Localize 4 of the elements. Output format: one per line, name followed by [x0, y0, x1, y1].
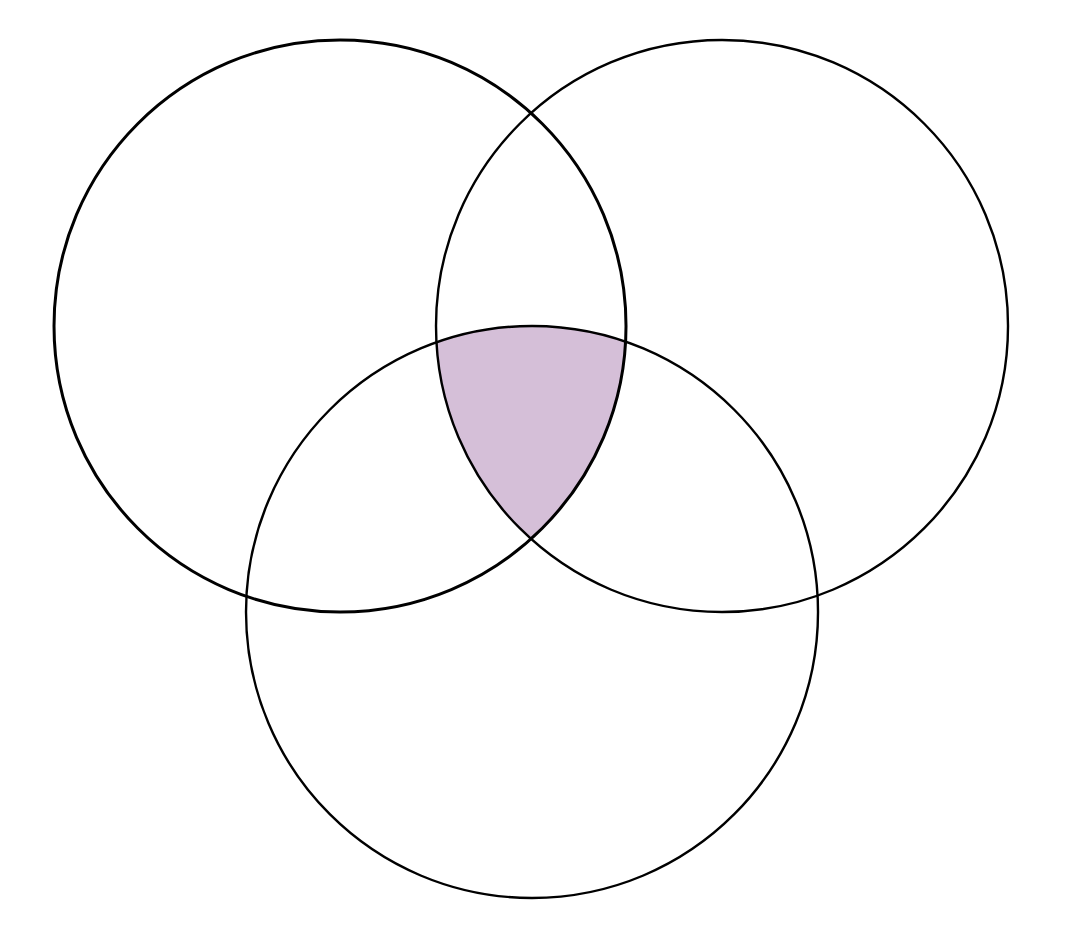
circle [434, 38, 1010, 614]
circle [52, 38, 628, 614]
circle [244, 324, 820, 900]
shaded-region [436, 326, 626, 539]
